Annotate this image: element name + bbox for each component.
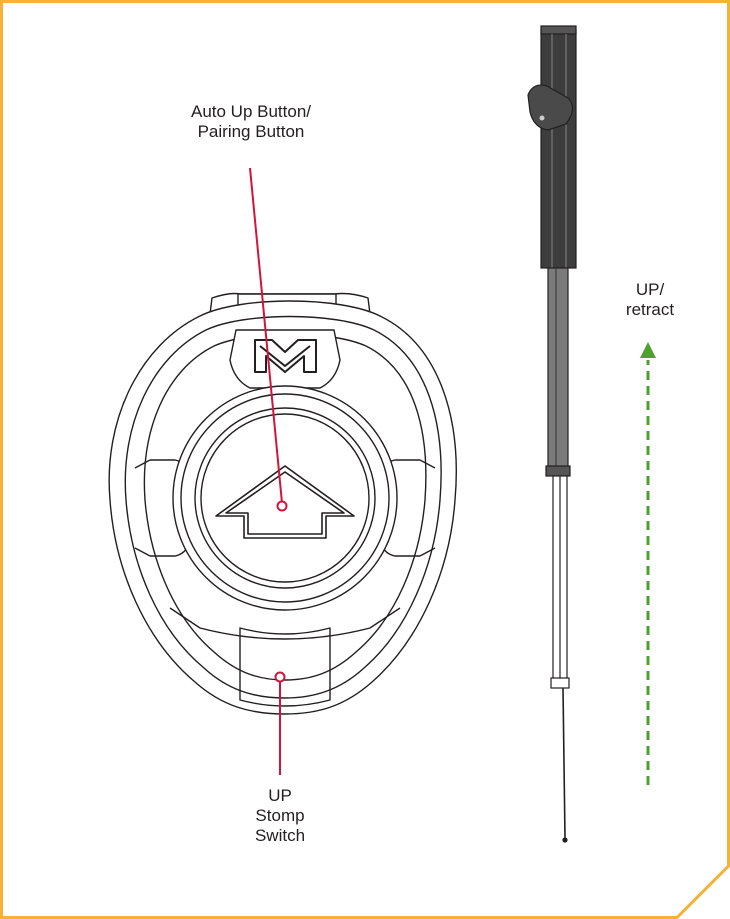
retract-arrow-head-icon xyxy=(640,342,656,358)
stomp-target-dot xyxy=(274,671,286,683)
up-retract-label-line1: UP/ xyxy=(635,280,665,299)
auto-up-label-line1: Auto Up Button/ xyxy=(190,102,312,121)
stomp-label-line1: UP xyxy=(268,786,292,805)
auto-up-label-line2: Pairing Button xyxy=(197,122,305,141)
shaft-top-housing xyxy=(540,29,577,269)
retract-arrow xyxy=(640,342,656,785)
shaft-probe xyxy=(562,687,566,839)
up-retract-label-line2: retract xyxy=(625,300,675,319)
up-retract-label: UP/ retract xyxy=(600,280,700,320)
auto-up-leader-line xyxy=(249,167,283,504)
stomp-label-line3: Switch xyxy=(254,826,306,845)
shaft-mid-section xyxy=(547,267,569,475)
auto-up-target-dot xyxy=(276,500,288,512)
shaft-tilt-lever xyxy=(527,84,574,131)
auto-up-button-label: Auto Up Button/ Pairing Button xyxy=(140,102,362,142)
stomp-label-line2: Stomp xyxy=(255,806,305,825)
motor-shaft xyxy=(527,25,577,843)
stomp-switch-label: UP Stomp Switch xyxy=(230,786,330,846)
stomp-switch-pad xyxy=(239,627,331,707)
